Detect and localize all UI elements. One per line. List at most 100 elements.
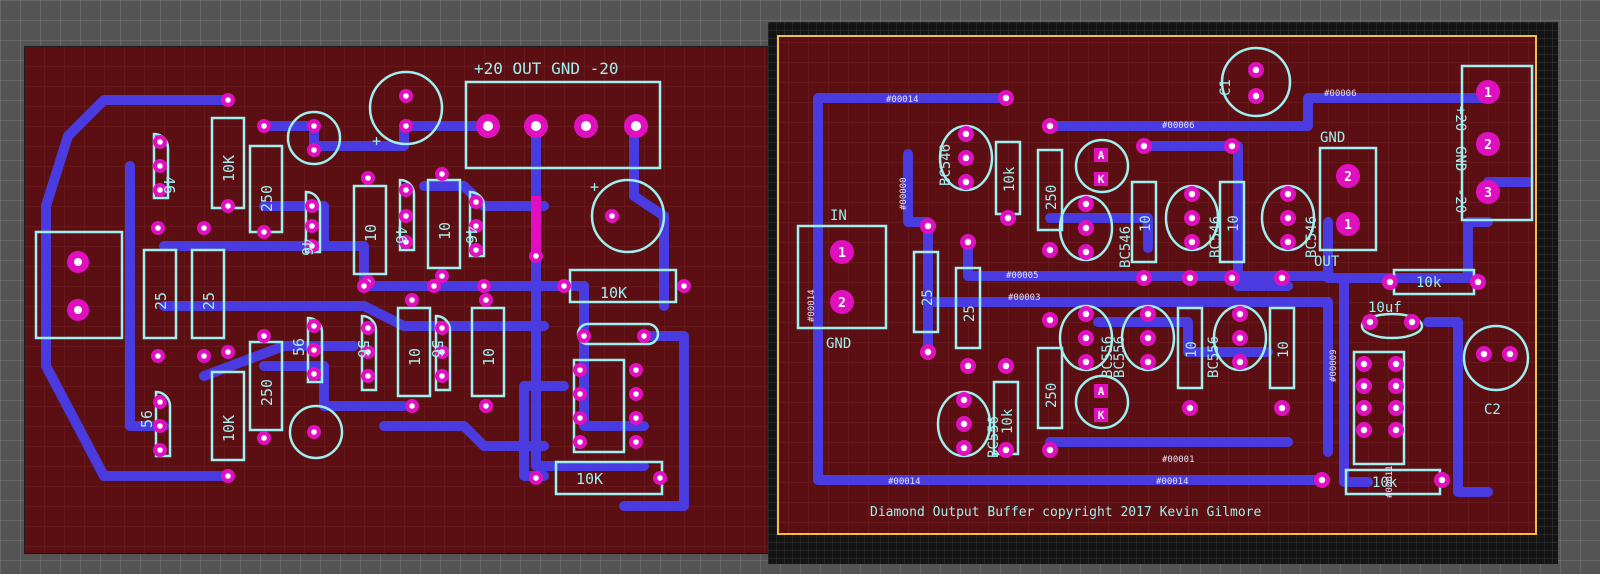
- left-pad-41-hole: [439, 325, 445, 331]
- right-pad-48-hole: [1360, 382, 1368, 390]
- net-label-0: #00000: [899, 177, 909, 210]
- right-small-pads: [920, 62, 1518, 488]
- right-pad-32-hole: [1236, 358, 1244, 366]
- left-cap-polarity: +: [372, 132, 381, 150]
- right-pad-3-hole: [1046, 246, 1054, 254]
- left-pad-20-hole: [309, 243, 315, 249]
- left-q8-outline: [434, 314, 452, 392]
- left-q6-label: 56: [290, 338, 308, 356]
- left-silkscreen: [34, 70, 678, 496]
- left-header-pad-3-hole: [581, 121, 591, 131]
- right-rr9-outline: [1036, 346, 1064, 430]
- right-in-pad-1: [830, 240, 854, 264]
- left-pad-67-hole: [481, 283, 487, 289]
- right-copyright: Diamond Output Buffer copyright 2017 Kev…: [870, 505, 1262, 520]
- left-pad-32-hole: [225, 473, 231, 479]
- left-r4-outline: [190, 248, 226, 340]
- left-cap1-outline: [368, 70, 444, 146]
- net-label-1: #00001: [1162, 455, 1195, 465]
- right-rr1-label: 10k: [1002, 166, 1018, 192]
- right-pad-8-hole: [960, 396, 968, 404]
- right-pad-53-hole: [1392, 404, 1400, 412]
- left-r1-label: 10K: [220, 155, 238, 182]
- right-rr12-label: 10k: [1372, 475, 1398, 491]
- right-pad-37-hole: [1186, 274, 1194, 282]
- right-rr8-outline: [1268, 306, 1296, 390]
- right-pad-7-hole: [962, 178, 970, 186]
- net-label-14-bottom: #00014: [888, 477, 921, 487]
- left-pad-5-hole: [311, 147, 317, 153]
- left-trace-k: [199, 341, 359, 381]
- right-pad-39-hole: [1278, 274, 1286, 282]
- left-r3-outline: [142, 248, 178, 340]
- right-pad-4-hole: [1046, 122, 1054, 130]
- left-trace-c: [531, 121, 649, 471]
- right-rr5-label: 10: [1138, 215, 1154, 232]
- left-pad-18-hole: [309, 203, 315, 209]
- left-r10-label: 10: [480, 348, 498, 366]
- left-pad-66-hole: [431, 283, 437, 289]
- right-tq3-label: BC546: [1118, 226, 1134, 268]
- left-pad-46-hole: [483, 297, 489, 303]
- left-r11-label: 10K: [600, 284, 627, 302]
- left-q3-label: 46: [298, 238, 316, 256]
- diode1-a-pad: [1094, 148, 1108, 162]
- right-power-pad-3: [1476, 180, 1500, 204]
- net-label-14-top: #00014: [886, 95, 919, 105]
- right-plus20-label: +20: [1452, 106, 1468, 131]
- right-gnd-out-label: GND: [1320, 130, 1345, 146]
- right-pad-5-hole: [962, 130, 970, 138]
- left-pad-22-hole: [403, 213, 409, 219]
- left-pad-4-hole: [311, 123, 317, 129]
- right-tq8-label: BC556: [1206, 336, 1222, 378]
- right-pad-54-hole: [1392, 426, 1400, 434]
- right-power-pad-2: [1476, 132, 1500, 156]
- left-trace-m: [379, 421, 549, 451]
- net-label-11: #00011: [1385, 465, 1395, 498]
- right-pad-47-hole: [1360, 360, 1368, 368]
- left-header-pad-2-hole: [531, 121, 541, 131]
- left-q7-label: 56: [354, 340, 372, 358]
- left-pad-15-hole: [201, 225, 207, 231]
- diode1-k-pad: [1094, 172, 1108, 186]
- right-pcb-frame: 1 2 2 1 1 2 3 IN GND GND OUT +20 GND -20…: [768, 22, 1558, 564]
- left-trace-e: [159, 241, 589, 291]
- left-pad-56-hole: [577, 415, 583, 421]
- right-in-pad-2: [830, 290, 854, 314]
- left-pad-21-hole: [403, 187, 409, 193]
- left-pad-in-1-hole: [74, 258, 82, 266]
- left-q-circle-1: [286, 110, 342, 166]
- left-trace-j: [259, 361, 409, 411]
- right-pad-36-hole: [1228, 274, 1236, 282]
- right-pad-27-hole: [1144, 310, 1152, 318]
- left-pad-2-hole: [225, 203, 231, 209]
- right-pad-46-hole: [1408, 318, 1416, 326]
- diode1-a: A: [1098, 149, 1105, 162]
- right-pad-2-hole: [1004, 214, 1012, 222]
- right-trace-outer: [813, 93, 1323, 485]
- left-pad-40-hole: [365, 373, 371, 379]
- right-power-pad-1-num: 1: [1484, 86, 1492, 101]
- left-trace-h: [619, 331, 689, 511]
- left-pad-55-hole: [577, 391, 583, 397]
- left-large-pads: [67, 114, 648, 321]
- left-r9-label: 10: [406, 348, 424, 366]
- left-cap2-polarity: +: [590, 178, 599, 196]
- right-pad-51-hole: [1392, 360, 1400, 368]
- diode2-k: K: [1098, 409, 1105, 422]
- left-pad-43-hole: [439, 373, 445, 379]
- right-in-pad-1-num: 1: [838, 246, 846, 261]
- left-pad-47-hole: [483, 403, 489, 409]
- left-q7-outline: [360, 314, 378, 392]
- diode2-k-pad: [1094, 408, 1108, 422]
- right-tq2-label: BC556: [986, 416, 1002, 458]
- right-in-label: IN: [830, 208, 847, 224]
- left-r5-label: 10: [362, 224, 380, 242]
- left-pad-65-hole: [361, 283, 367, 289]
- left-header-outline: [464, 80, 662, 170]
- right-tq1-label: BC546: [938, 144, 954, 186]
- left-pad-6-hole: [403, 93, 409, 99]
- left-trace-b: [259, 121, 489, 151]
- left-pad-58-hole: [633, 367, 639, 373]
- right-pad-12-hole: [924, 348, 932, 356]
